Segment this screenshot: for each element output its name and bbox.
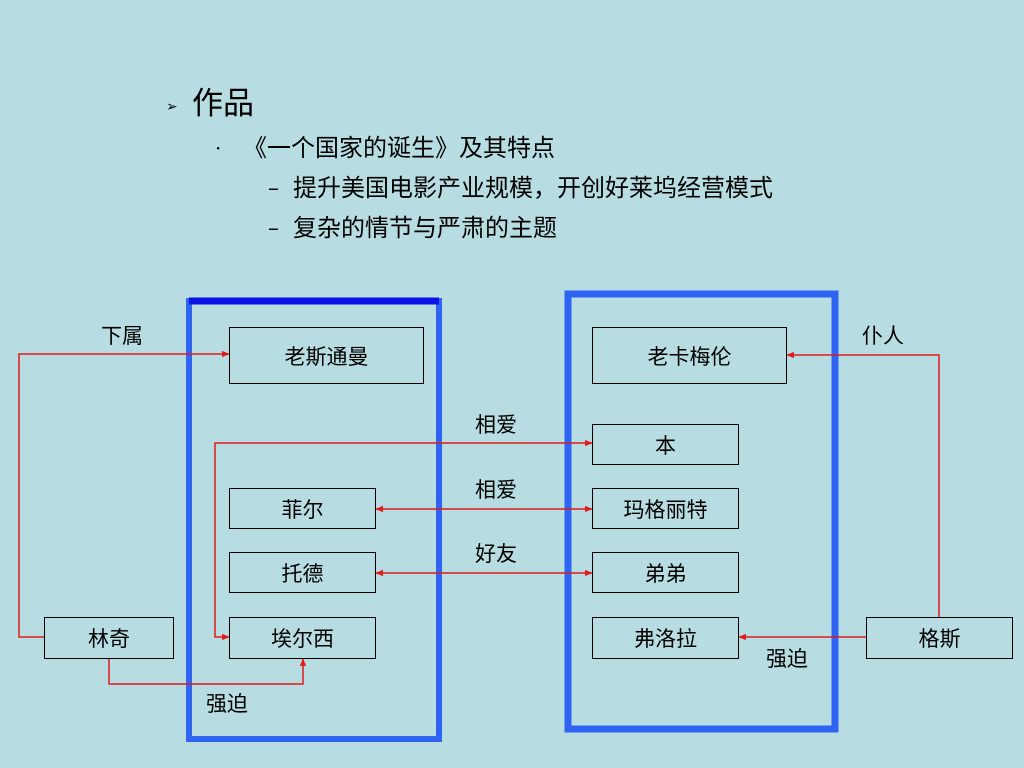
edge-lynch-force-elsie [108,658,307,685]
node-flora: 弗洛拉 [592,617,739,659]
node-ben: 本 [592,424,739,465]
label-friends: 好友 [475,542,517,566]
film-title-heading: 《一个国家的诞生》及其特点 [243,134,555,162]
level3-bullet: – [268,176,279,201]
feature-item: 复杂的情节与严肃的主题 [293,214,557,242]
node-lynch: 林奇 [44,617,174,659]
node-tod: 托德 [229,552,376,593]
node-brother: 弟弟 [592,552,739,593]
label-love-margaret: 相爱 [475,478,517,502]
node-cameron: 老卡梅伦 [592,327,787,384]
level3-bullet: – [268,216,279,241]
level2-bullet: · [215,136,222,160]
edge-elsie-love-ben [214,439,593,641]
feature-item: 提升美国电影产业规模，开创好莱坞经营模式 [293,174,773,202]
edge-lynch-subordinate-stoneman [18,350,230,638]
label-servant: 仆人 [862,324,904,348]
node-gus: 格斯 [866,617,1013,659]
node-elsie: 埃尔西 [229,617,376,659]
label-subordinate: 下属 [101,324,143,348]
label-force-gus: 强迫 [766,647,808,671]
node-margaret: 玛格丽特 [592,488,739,529]
node-stoneman: 老斯通曼 [229,327,424,384]
edge-gus-servant-cameron [786,351,940,617]
node-phil: 菲尔 [229,488,376,529]
label-force-lynch: 强迫 [206,692,248,716]
level1-bullet: ➢ [166,99,178,115]
label-love-ben: 相爱 [475,413,517,437]
heading-works: 作品 [192,86,254,122]
